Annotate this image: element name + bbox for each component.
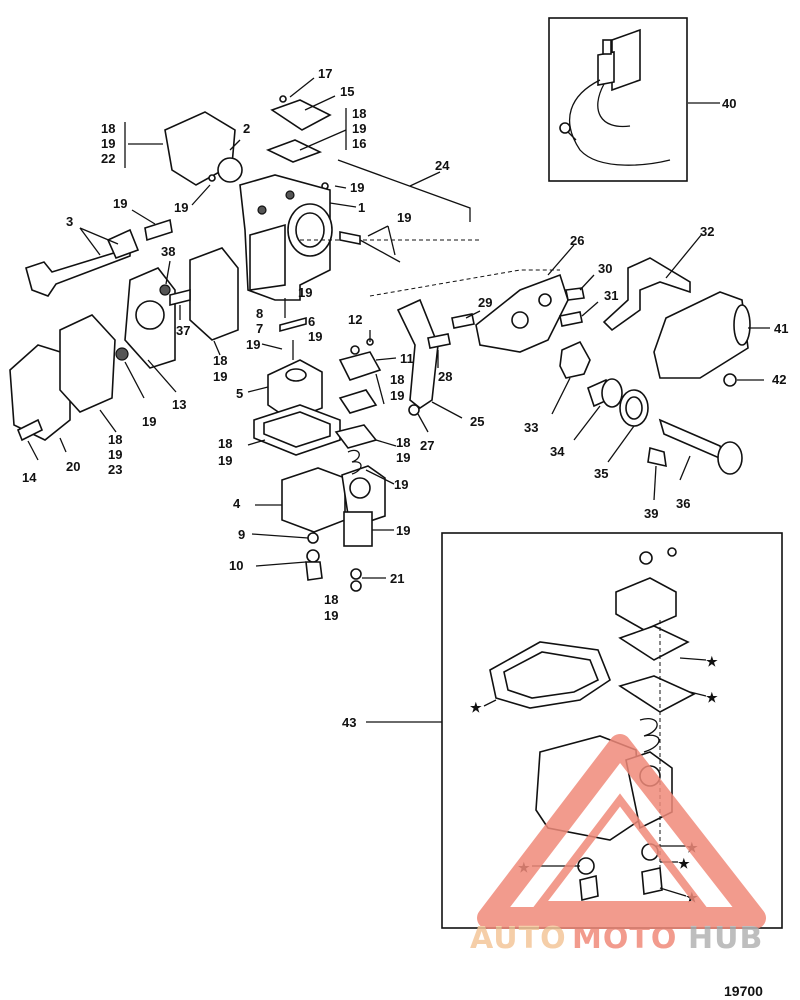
callout-20: 20: [66, 459, 80, 474]
callout-19-f: 19: [108, 447, 122, 462]
accelerator-stack: [334, 330, 382, 592]
callout-7: 7: [256, 321, 263, 336]
callout-8: 8: [256, 306, 263, 321]
watermark: AUTO MOTO HUB: [470, 734, 766, 956]
callout-19-j: 19: [246, 337, 260, 352]
star-icon: ★: [470, 700, 482, 715]
callout-19-e: 19: [213, 369, 227, 384]
callout-18-d: 18: [218, 436, 232, 451]
callout-19-l: 19: [324, 608, 338, 623]
callout-36: 36: [676, 496, 690, 511]
star-icon: ★: [678, 856, 690, 871]
callout-18-b: 18: [213, 353, 227, 368]
callout-13: 13: [172, 397, 186, 412]
inset-box-40: [548, 17, 720, 182]
idle-screw: [339, 231, 401, 263]
callout-19-i: 19: [308, 329, 322, 344]
callout-30: 30: [598, 261, 612, 276]
callout-43: 43: [342, 715, 356, 730]
callout-19-a: 19: [174, 200, 188, 215]
callout-25: 25: [470, 414, 484, 429]
callout-18-c: 18: [108, 432, 122, 447]
callout-1: 1: [358, 200, 365, 215]
callout-18-f: 18: [390, 372, 404, 387]
callout-5: 5: [236, 386, 243, 401]
callout-19-g: 19: [142, 414, 156, 429]
callout-16: 16: [352, 136, 366, 151]
callout-19-left: 19: [101, 136, 115, 151]
callout-14: 14: [22, 470, 37, 485]
callout-19-h: 19: [298, 285, 312, 300]
callout-19-p: 19: [396, 523, 410, 538]
throttle-lever: [25, 218, 173, 297]
pump-outer-cover: [9, 314, 129, 442]
callout-2: 2: [243, 121, 250, 136]
callout-9: 9: [238, 527, 245, 542]
watermark-hub: HUB: [688, 921, 763, 956]
callout-23: 23: [108, 462, 122, 477]
fuel-pump-cover: [124, 247, 239, 369]
callout-3: 3: [66, 214, 73, 229]
linkage-rod: [300, 159, 480, 241]
callout-41: 41: [774, 321, 788, 336]
top-cover-parts: [164, 95, 332, 190]
callout-15: 15: [340, 84, 354, 99]
callout-32: 32: [700, 224, 714, 239]
callout-34: 34: [550, 444, 565, 459]
callout-31: 31: [604, 288, 618, 303]
throttle-cam-bracket: [369, 269, 585, 416]
callout-22: 22: [101, 151, 115, 166]
star-icon: ★: [706, 654, 718, 669]
float-assembly: [267, 298, 323, 421]
callout-19-d: 19: [113, 196, 127, 211]
star-icon: ★: [706, 690, 718, 705]
callout-19-k: 19: [218, 453, 232, 468]
callout-11: 11: [400, 351, 414, 366]
callout-40: 40: [722, 96, 736, 111]
callout-4: 4: [233, 496, 241, 511]
callout-18-top: 18: [352, 106, 366, 121]
choke-assembly: [559, 257, 751, 475]
bowl-gasket: [253, 404, 341, 456]
callout-19-c: 19: [397, 210, 411, 225]
callout-26: 26: [570, 233, 584, 248]
callout-19-b: 19: [350, 180, 364, 195]
callout-17: 17: [318, 66, 332, 81]
watermark-moto: MOTO: [572, 921, 677, 956]
callout-24: 24: [435, 158, 450, 173]
callout-12: 12: [348, 312, 362, 327]
callout-37: 37: [176, 323, 190, 338]
callout-35: 35: [594, 466, 608, 481]
callout-28: 28: [438, 369, 452, 384]
callout-19-m: 19: [390, 388, 404, 403]
callout-18-g: 18: [396, 435, 410, 450]
callout-18-e: 18: [324, 592, 338, 607]
callout-33: 33: [524, 420, 538, 435]
callout-6: 6: [308, 314, 315, 329]
carburetor-body: [239, 174, 333, 301]
callout-29: 29: [478, 295, 492, 310]
callout-38: 38: [161, 244, 175, 259]
watermark-auto: AUTO: [470, 921, 567, 956]
float-bowl: [281, 465, 386, 581]
inset-box-43: [441, 532, 783, 929]
callout-21: 21: [390, 571, 404, 586]
callout-39: 39: [644, 506, 658, 521]
callout-19-n: 19: [396, 450, 410, 465]
callout-10: 10: [229, 558, 243, 573]
callout-19-top: 19: [352, 121, 366, 136]
callout-27: 27: [420, 438, 434, 453]
callout-42: 42: [772, 372, 786, 387]
callout-19-o: 19: [394, 477, 408, 492]
callout-18-left: 18: [101, 121, 115, 136]
figure-number: 19700: [724, 983, 763, 999]
